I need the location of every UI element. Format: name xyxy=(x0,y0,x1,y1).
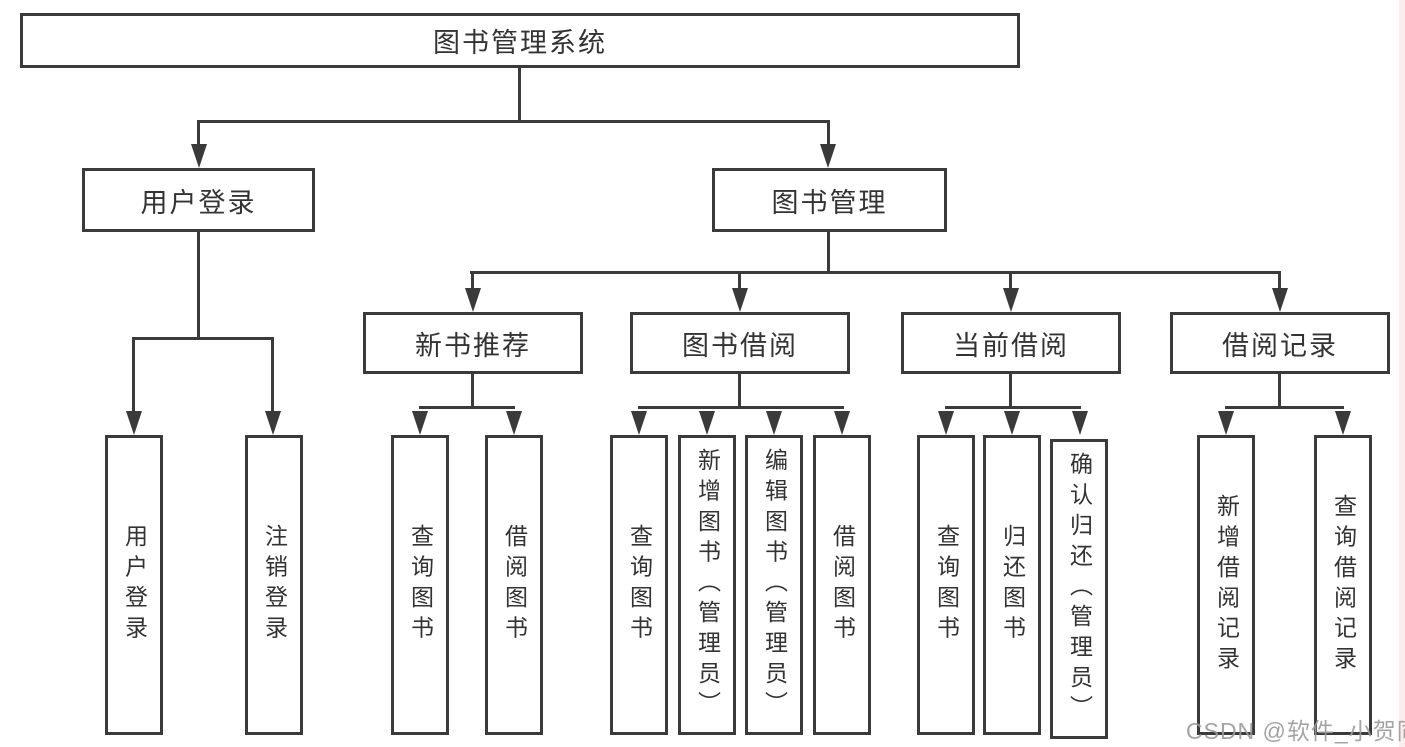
leaf-user-login-label: 用户登录 xyxy=(121,524,148,646)
connector-line xyxy=(1225,406,1344,409)
leaf-add-borrow-record: 新增借阅记录 xyxy=(1197,435,1255,735)
node-root: 图书管理系统 xyxy=(20,13,1020,68)
node-user-login: 用户登录 xyxy=(82,168,315,232)
leaf-add-borrow-record-label: 新增借阅记录 xyxy=(1213,493,1240,677)
node-new-book-recommend: 新书推荐 xyxy=(363,312,583,374)
leaf-query-borrow-record: 查询借阅记录 xyxy=(1314,435,1372,735)
connector-line xyxy=(197,120,830,123)
arrowhead-down-icon xyxy=(820,144,836,168)
connector-line xyxy=(945,406,1081,409)
leaf-confirm-return-admin: 确认归还（管理员） xyxy=(1050,439,1108,739)
leaf-query-book: 查询图书 xyxy=(391,435,449,735)
leaf-user-login: 用户登录 xyxy=(105,435,163,735)
connector-line xyxy=(197,120,200,150)
arrowhead-down-icon xyxy=(699,411,715,435)
connector-line xyxy=(827,232,830,274)
leaf-add-book-admin: 新增图书（管理员） xyxy=(678,435,736,735)
arrowhead-down-icon xyxy=(1218,411,1234,435)
arrowhead-down-icon xyxy=(938,411,954,435)
arrowhead-down-icon xyxy=(1272,288,1288,312)
connector-line xyxy=(471,271,474,292)
node-current-borrowing: 当前借阅 xyxy=(901,312,1121,374)
leaf-logout-login: 注销登录 xyxy=(245,435,303,735)
leaf-query-book: 查询图书 xyxy=(917,435,975,735)
node-borrowing-records-label: 借阅记录 xyxy=(1222,330,1338,361)
node-user-login-label: 用户登录 xyxy=(140,187,257,218)
node-book-borrowing: 图书借阅 xyxy=(630,312,850,374)
leaf-query-book-label: 查询图书 xyxy=(407,524,434,646)
node-root-label: 图书管理系统 xyxy=(433,28,607,58)
leaf-confirm-return-admin-label: 确认归还（管理员） xyxy=(1066,452,1093,726)
leaf-add-book-admin-label: 新增图书（管理员） xyxy=(694,448,721,722)
node-book-management: 图书管理 xyxy=(712,168,947,232)
leaf-borrow-book-label: 借阅图书 xyxy=(829,524,856,646)
arrowhead-down-icon xyxy=(1003,288,1019,312)
node-book-borrowing-label: 图书借阅 xyxy=(682,330,798,361)
connector-line xyxy=(419,406,515,409)
connector-line xyxy=(471,374,474,409)
connector-line xyxy=(738,374,741,409)
leaf-borrow-book-label: 借阅图书 xyxy=(501,524,528,646)
connector-line xyxy=(1278,374,1281,409)
node-current-borrowing-label: 当前借阅 xyxy=(953,330,1069,361)
leaf-edit-book-admin-label: 编辑图书（管理员） xyxy=(761,448,788,722)
leaf-logout-login-label: 注销登录 xyxy=(261,524,288,646)
connector-line xyxy=(197,232,200,337)
arrowhead-down-icon xyxy=(1335,411,1351,435)
arrowhead-down-icon xyxy=(732,288,748,312)
arrowhead-down-icon xyxy=(766,411,782,435)
connector-line xyxy=(518,68,521,123)
arrowhead-down-icon xyxy=(126,411,142,435)
connector-line xyxy=(470,271,1280,274)
node-book-management-label: 图书管理 xyxy=(771,187,888,218)
node-new-book-recommend-label: 新书推荐 xyxy=(415,330,531,361)
csdn-watermark: CSDN @软件_小贺同学 xyxy=(1186,718,1405,744)
connector-line xyxy=(1009,374,1012,409)
arrowhead-down-icon xyxy=(631,411,647,435)
leaf-query-book-label: 查询图书 xyxy=(933,524,960,646)
leaf-query-book: 查询图书 xyxy=(610,435,668,735)
leaf-query-book-label: 查询图书 xyxy=(626,524,653,646)
arrowhead-down-icon xyxy=(1004,411,1020,435)
arrowhead-down-icon xyxy=(412,411,428,435)
connector-line xyxy=(1009,271,1012,292)
arrowhead-down-icon xyxy=(465,288,481,312)
arrowhead-down-icon xyxy=(506,411,522,435)
node-borrowing-records: 借阅记录 xyxy=(1170,312,1390,374)
leaf-borrow-book: 借阅图书 xyxy=(813,435,871,735)
arrowhead-down-icon xyxy=(265,411,281,435)
leaf-return-book-label: 归还图书 xyxy=(999,524,1026,646)
connector-line xyxy=(132,337,135,415)
connector-line xyxy=(738,271,741,292)
connector-line xyxy=(271,337,274,415)
leaf-edit-book-admin: 编辑图书（管理员） xyxy=(745,435,803,735)
arrowhead-down-icon xyxy=(834,411,850,435)
arrowhead-down-icon xyxy=(1072,411,1088,435)
connector-line xyxy=(1278,271,1281,292)
connector-line xyxy=(827,120,830,150)
leaf-borrow-book: 借阅图书 xyxy=(485,435,543,735)
connector-line xyxy=(132,337,274,340)
leaf-query-borrow-record-label: 查询借阅记录 xyxy=(1330,493,1357,677)
connector-line xyxy=(638,406,844,409)
page-edge-tint xyxy=(1399,0,1405,747)
arrowhead-down-icon xyxy=(191,144,207,168)
leaf-return-book: 归还图书 xyxy=(983,435,1041,735)
